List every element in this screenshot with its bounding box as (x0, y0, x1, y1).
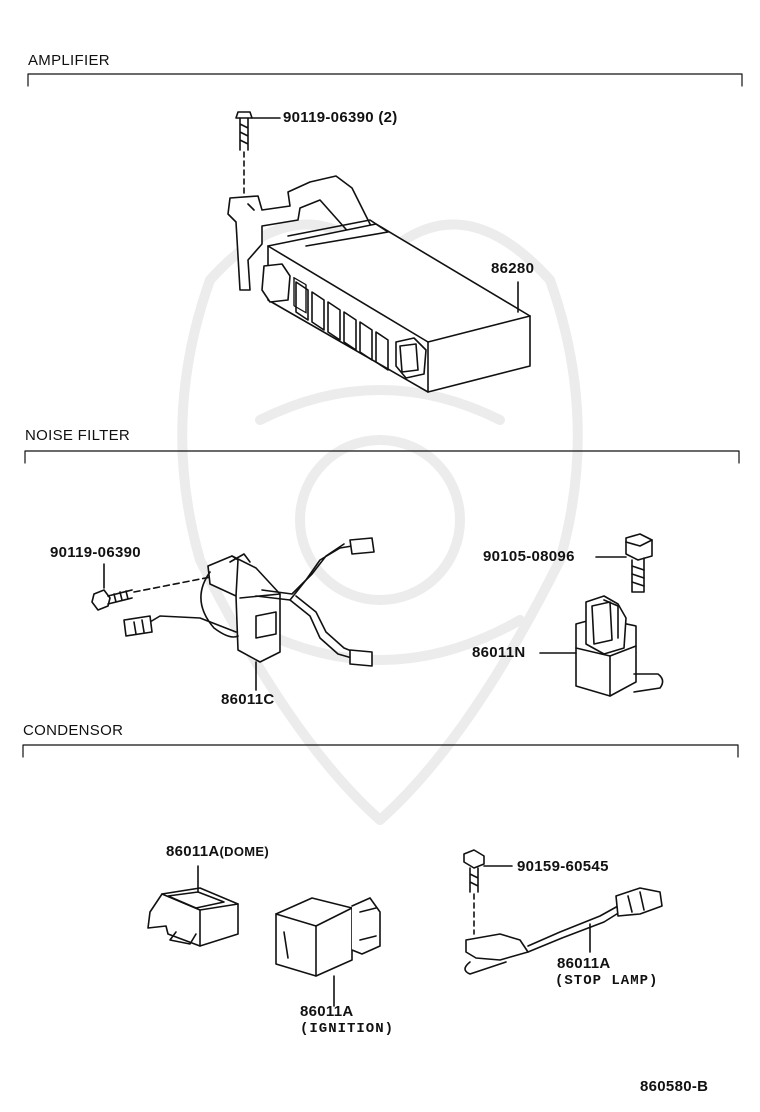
section-title-amplifier: AMPLIFIER (28, 52, 110, 69)
part-label-nf-bolt: 90119-06390 (50, 544, 141, 561)
amp-bolt (235, 111, 281, 203)
section-bracket-amplifier (27, 73, 743, 87)
cond-stop-lamp-unit (464, 887, 663, 975)
part-label-cond-ignition: 86011A (300, 1003, 354, 1020)
nf-harness-unit (123, 537, 375, 691)
nf-bolt-left (91, 563, 227, 611)
amplifier-unit (227, 175, 531, 393)
section-bracket-condensor (22, 744, 739, 758)
part-desc-cond-ignition: (IGNITION) (300, 1021, 395, 1037)
part-label-amp-bolt: 90119-06390 (2) (283, 109, 398, 126)
nf-filter-unit (539, 595, 664, 697)
part-label-cond-bolt: 90159-60545 (517, 858, 609, 875)
diagram-id: 860580-B (640, 1078, 709, 1095)
part-label-amplifier: 86280 (491, 260, 535, 277)
part-label-nf-bolt2: 90105-08096 (483, 548, 575, 565)
section-title-noise-filter: NOISE FILTER (25, 427, 131, 444)
part-desc-cond-stop-lamp: (STOP LAMP) (555, 973, 659, 989)
cond-dome-part-number: 86011A (166, 843, 220, 860)
section-bracket-noise-filter (24, 450, 740, 464)
nf-bolt-right (595, 533, 653, 593)
cond-ignition-unit (275, 897, 381, 1007)
cond-bolt (463, 849, 513, 935)
part-label-cond-dome: 86011A(DOME) (166, 843, 269, 860)
part-label-cond-stop-lamp: 86011A (557, 955, 611, 972)
cond-dome-unit (147, 865, 239, 947)
section-title-condensor: CONDENSOR (23, 722, 124, 739)
part-label-nf-filter: 86011N (472, 644, 526, 661)
part-label-nf-harness: 86011C (221, 691, 275, 708)
cond-dome-desc: (DOME) (219, 844, 269, 859)
